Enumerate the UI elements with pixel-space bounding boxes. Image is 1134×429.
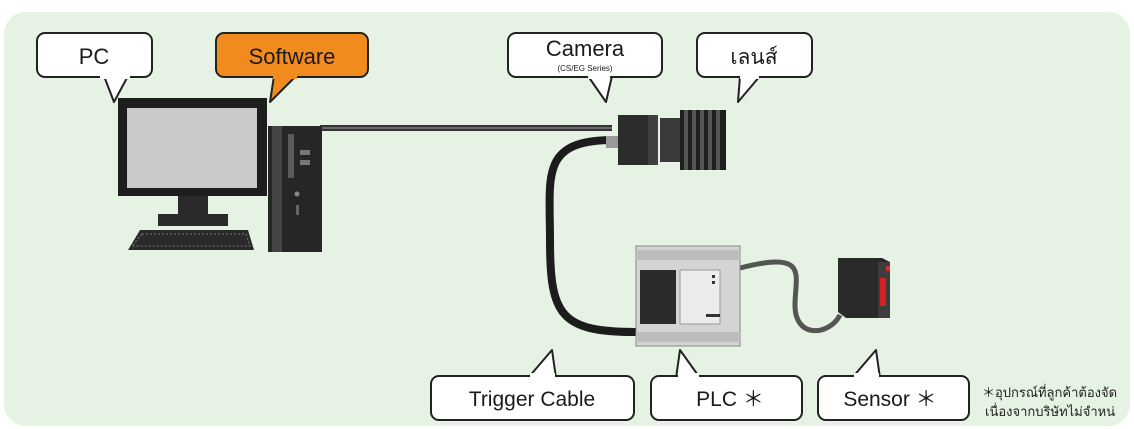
pc-tower [268,126,322,252]
footnote: ＊อุปกรณ์ที่ลูกค้าต้องจัด เนื่องจากบริษัท… [982,384,1132,422]
trigger-cable-label: Trigger Cable [469,388,595,411]
software-callout: Software [215,32,369,103]
camera-label: Camera [546,36,625,61]
sensor-callout: Sensor ＊ [817,349,970,421]
footnote-line-2: เนื่องจากบริษัทไม่จำหน่ [985,405,1116,420]
camera-body [606,115,658,165]
trigger-cable-callout: Trigger Cable [430,349,635,421]
sensor-cable [739,259,843,334]
sensor-label: Sensor ＊ [843,388,936,411]
camera-callout: Camera (CS/EG Series) [507,32,663,103]
pc-monitor [118,98,267,226]
sensor-unit [838,258,890,318]
plc-unit [635,245,741,347]
lens-label: เลนส์ [730,45,777,69]
software-label: Software [249,44,336,69]
plc-label: PLC ＊ [696,388,764,411]
lens [660,110,726,170]
camera-series-label: (CS/EG Series) [557,64,612,73]
pc-callout: PC [36,32,153,103]
pc-label: PC [79,44,110,69]
background-panel [4,12,1130,426]
trigger-cable [545,136,637,336]
plc-callout: PLC ＊ [650,349,803,421]
footnote-line-1: ＊อุปกรณ์ที่ลูกค้าต้องจัด [982,386,1118,401]
lens-callout: เลนส์ [696,32,813,103]
keyboard [128,230,254,250]
